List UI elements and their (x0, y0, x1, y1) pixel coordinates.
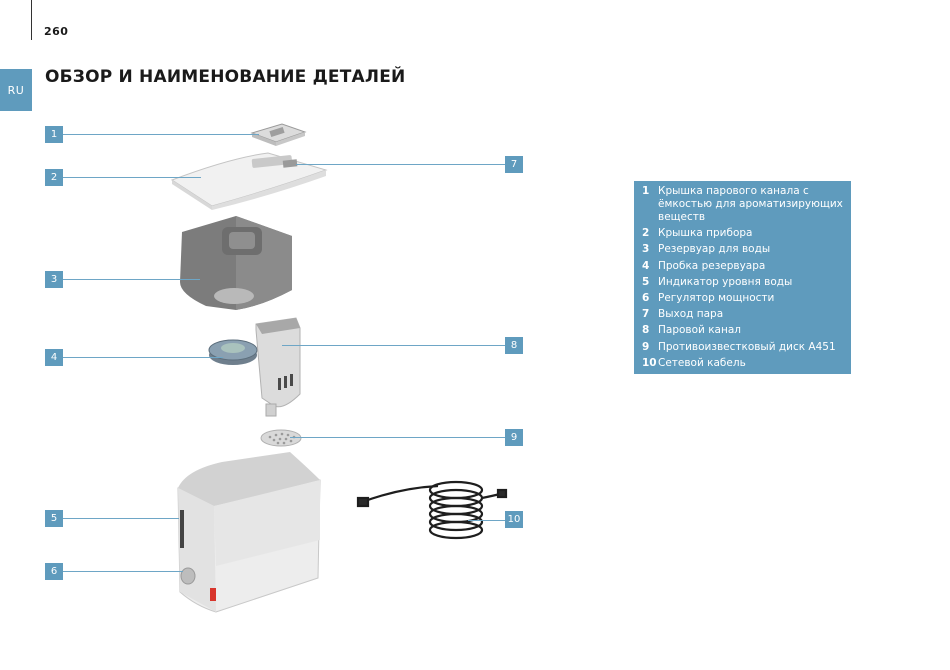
water-tank-drawing (180, 216, 292, 310)
legend-number: 9 (642, 340, 650, 353)
header-rule (31, 0, 32, 40)
leader-line-10 (468, 520, 505, 521)
legend-number: 2 (642, 227, 650, 240)
legend-number: 7 (642, 308, 650, 321)
legend-text: Сетевой кабель (658, 356, 746, 369)
leader-line-3 (63, 279, 200, 280)
legend-item: 4 Пробка резервуара (642, 260, 843, 273)
callout-3: 3 (45, 271, 63, 288)
language-tab: RU (0, 69, 32, 111)
device-lid-drawing (170, 152, 328, 210)
legend-item: 3 Резервуар для воды (642, 243, 843, 256)
legend-number: 4 (642, 259, 650, 272)
page-number: 260 (44, 25, 69, 38)
leader-line-7 (296, 164, 505, 165)
callout-6: 6 (45, 563, 63, 580)
tank-stopper-drawing (208, 339, 258, 365)
legend-number: 8 (642, 324, 650, 337)
legend-item: 5 Индикатор уровня воды (642, 276, 843, 289)
leader-line-6 (63, 571, 183, 572)
legend-number: 1 (642, 185, 650, 197)
leader-line-4 (63, 357, 223, 358)
legend-text: Пробка резервуара (658, 259, 766, 272)
legend-text: Паровой канал (658, 324, 741, 337)
legend-item: 6 Регулятор мощности (642, 292, 843, 305)
legend-number: 5 (642, 275, 650, 288)
leader-line-1 (63, 134, 259, 135)
legend-number: 10 (642, 356, 657, 369)
legend-text: Выход пара (658, 308, 724, 321)
leader-line-5 (63, 518, 179, 519)
legend-text: Индикатор уровня воды (658, 275, 793, 288)
legend-text: Крышка парового канала с ёмкостью для ар… (658, 185, 843, 223)
legend-item: 2 Крышка прибора (642, 227, 843, 240)
callout-10: 10 (505, 511, 523, 528)
callout-8: 8 (505, 337, 523, 354)
legend-item: 7 Выход пара (642, 308, 843, 321)
base-unit-drawing (177, 452, 321, 613)
steam-channel-cover-drawing (250, 123, 307, 146)
callout-7: 7 (505, 156, 523, 173)
callout-5: 5 (45, 510, 63, 527)
leader-line-9 (290, 437, 505, 438)
legend-number: 6 (642, 291, 650, 304)
callout-2: 2 (45, 169, 63, 186)
parts-legend: 1 Крышка парового канала с ёмкостью для а… (634, 181, 851, 374)
legend-text: Противоизвестковый диск A451 (658, 340, 836, 353)
leader-line-8 (282, 345, 505, 346)
page-title: ОБЗОР И НАИМЕНОВАНИЕ ДЕТАЛЕЙ (45, 67, 406, 87)
callout-9: 9 (505, 429, 523, 446)
legend-number: 3 (642, 243, 650, 256)
steam-channel-drawing (255, 317, 301, 417)
legend-text: Регулятор мощности (658, 291, 775, 304)
callout-4: 4 (45, 349, 63, 366)
legend-item: 1 Крышка парового канала с ёмкостью для а… (642, 185, 843, 224)
leader-line-2 (63, 177, 201, 178)
legend-text: Крышка прибора (658, 227, 753, 240)
power-cable-drawing (356, 480, 508, 540)
antilime-disc-drawing (260, 429, 302, 447)
callout-1: 1 (45, 126, 63, 143)
legend-item: 8 Паровой канал (642, 324, 843, 337)
legend-item: 9 Противоизвестковый диск A451 (642, 341, 843, 354)
legend-text: Резервуар для воды (658, 243, 771, 256)
